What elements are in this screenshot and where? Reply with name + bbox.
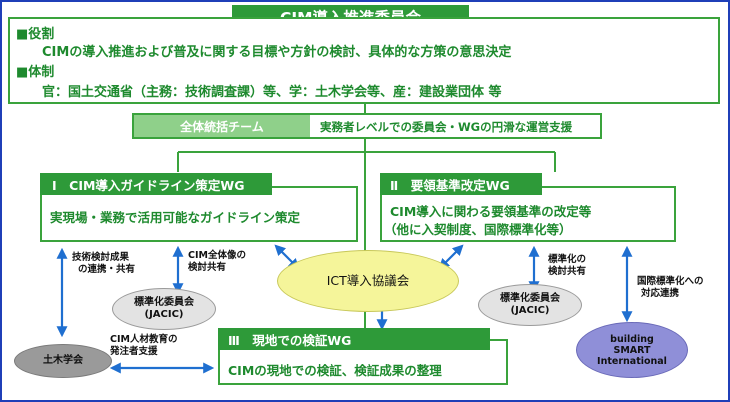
- tech-results-label: 技術検討成果 の連携・共有: [72, 252, 135, 276]
- wg1-box: [40, 186, 358, 242]
- team-desc: 実務者レベルでの委員会・WGの円滑な運営支援: [320, 120, 573, 134]
- wg2-title: Ⅱ 要領基準改定WG: [390, 177, 510, 193]
- bsi-label-2: SMART: [613, 344, 651, 356]
- hr-support-label: CIM人材教育の 発注者支援: [110, 334, 177, 358]
- intl-std-label: 国際標準化への 対応連携: [637, 276, 704, 300]
- wg1-body: 実現場・業務で活用可能なガイドライン策定: [50, 210, 301, 225]
- jacic-left-label-1: 標準化委員会: [134, 297, 194, 308]
- wg1-title-bar: Ⅰ CIM導入ガイドライン策定WG: [40, 173, 272, 195]
- wg2-title-bar: Ⅱ 要領基準改定WG: [380, 173, 542, 195]
- jacic-right-label-2: (JACIC): [510, 305, 550, 316]
- jsce-label: 土木学会: [43, 355, 83, 366]
- team-name-bar: 全体統括チーム: [134, 115, 310, 137]
- committee-info-box: ■役割 CIMの導入推進および普及に関する目標や方針の検討、具体的な方策の意思決…: [8, 17, 720, 104]
- jsce-ellipse: 土木学会: [14, 344, 112, 378]
- role-heading: ■役割: [16, 27, 55, 42]
- ict-council-label: ICT導入協議会: [326, 273, 410, 288]
- wg2-body-line1: CIM導入に関わる要領基準の改定等: [390, 204, 592, 219]
- wg1-title: Ⅰ CIM導入ガイドライン策定WG: [52, 177, 245, 193]
- std-share-label: 標準化の 検討共有: [548, 254, 586, 278]
- jacic-left-label-2: (JACIC): [144, 309, 184, 320]
- ict-council-ellipse: ICT導入協議会: [277, 250, 459, 312]
- bsi-label-1: building: [610, 333, 654, 345]
- cim-overview-label: CIM全体像の 検討共有: [188, 250, 246, 274]
- hr-support-label-2: 発注者支援: [110, 346, 158, 357]
- jacic-left-ellipse: 標準化委員会 (JACIC): [112, 288, 216, 330]
- jacic-right-label-1: 標準化委員会: [500, 293, 560, 304]
- tech-results-label-2: の連携・共有: [78, 264, 136, 275]
- tech-results-label-1: 技術検討成果: [72, 252, 130, 263]
- role-text: CIMの導入推進および普及に関する目標や方針の検討、具体的な方策の意思決定: [42, 45, 512, 60]
- bsi-ellipse: building SMART International: [576, 322, 688, 378]
- team-box: 全体統括チーム 実務者レベルでの委員会・WGの円滑な運営支援: [132, 113, 602, 139]
- intl-std-label-2: 対応連携: [641, 288, 680, 299]
- cim-overview-label-2: 検討共有: [188, 262, 227, 273]
- std-share-label-2: 検討共有: [548, 266, 587, 277]
- hr-support-label-1: CIM人材教育の: [110, 334, 178, 345]
- system-heading: ■体制: [16, 65, 55, 80]
- jacic-right-ellipse: 標準化委員会 (JACIC): [478, 284, 582, 326]
- intl-std-label-1: 国際標準化への: [637, 276, 704, 287]
- std-share-label-1: 標準化の: [548, 254, 587, 265]
- team-name: 全体統括チーム: [180, 119, 264, 134]
- wg3-title: Ⅲ 現地での検証WG: [228, 332, 352, 348]
- bsi-label-3: International: [597, 355, 667, 367]
- wg3-body: CIMの現地での検証、検証成果の整理: [228, 363, 442, 378]
- system-text: 官：国土交通省（主務：技術調査課）等、学：土木学会等、産：建設業団体 等: [42, 85, 502, 100]
- wg3-title-bar: Ⅲ 現地での検証WG: [218, 328, 490, 350]
- cim-overview-label-1: CIM全体像の: [188, 250, 246, 261]
- wg2-body-line2: （他に入契制度、国際標準化等）: [384, 222, 572, 237]
